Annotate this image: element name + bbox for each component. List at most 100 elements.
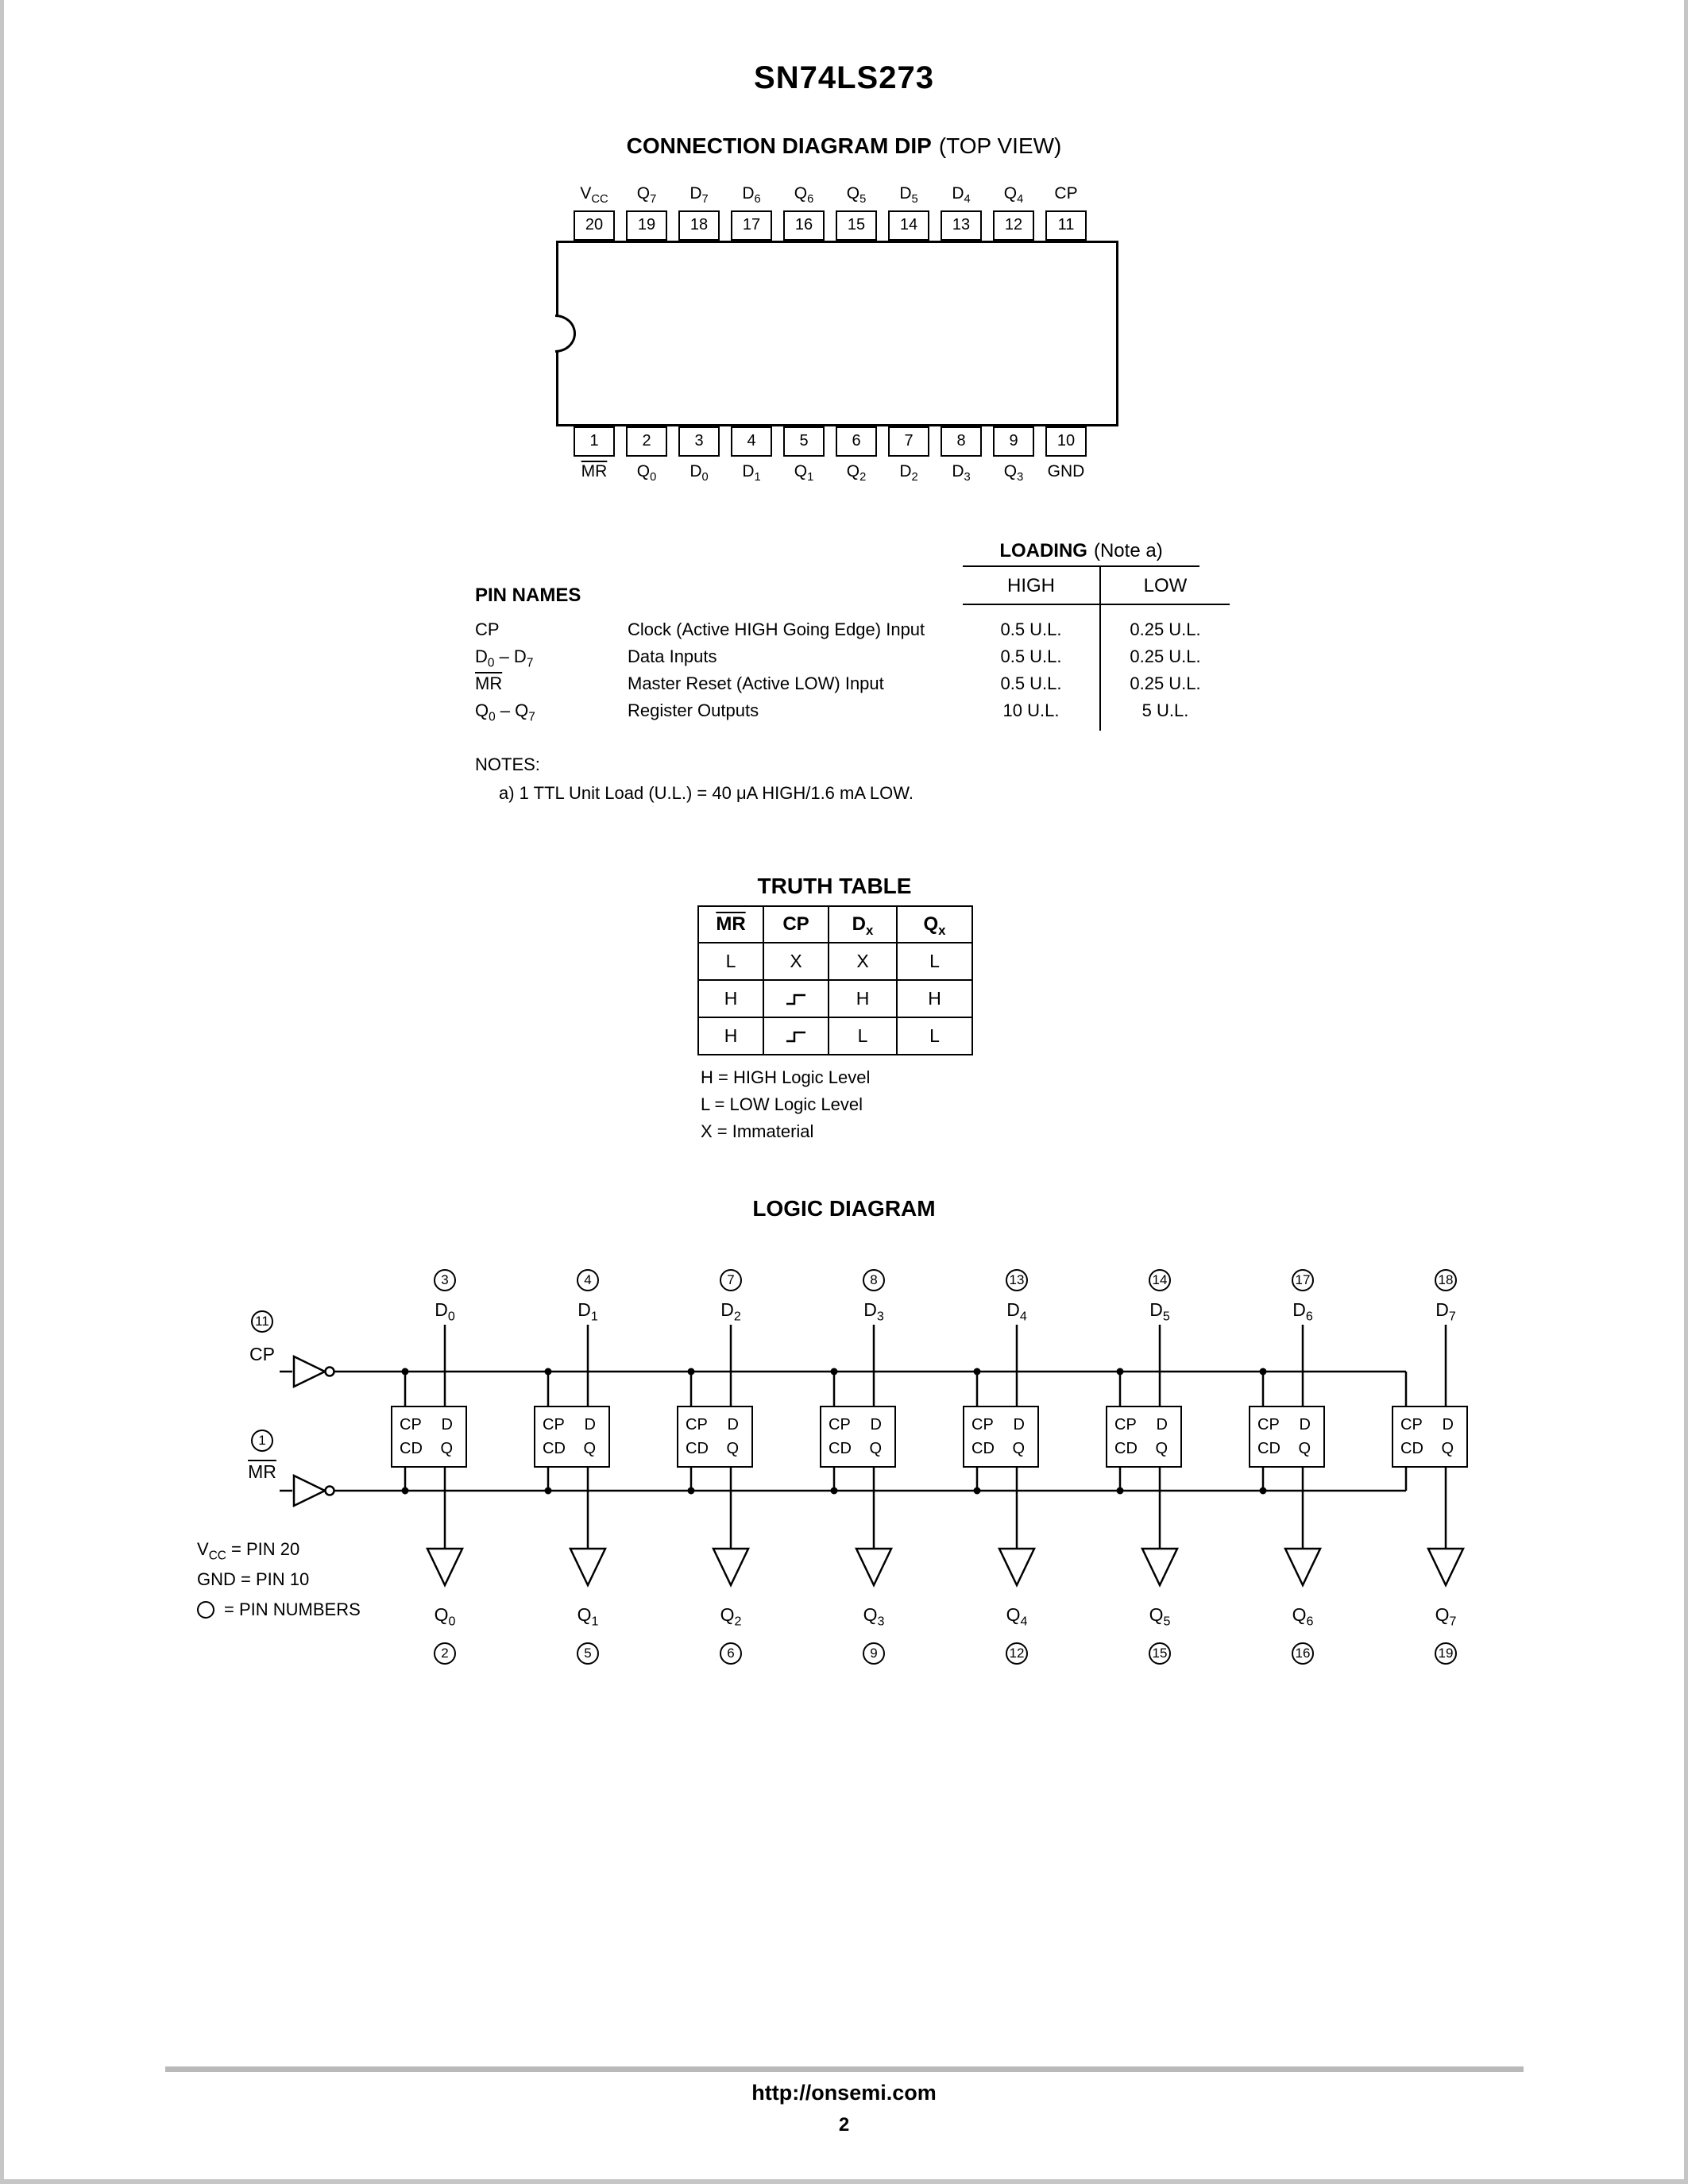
document-title: SN74LS273: [754, 60, 934, 95]
d-input-label: D5: [1149, 1299, 1170, 1324]
pin-description: Clock (Active HIGH Going Edge) Input: [628, 619, 925, 639]
output-buffer-icon: [712, 1547, 750, 1588]
pin-label: Q1: [794, 462, 814, 484]
q-output-label: Q0: [434, 1604, 456, 1629]
truth-cell: X: [828, 942, 898, 981]
ff-d-label: D: [441, 1416, 453, 1433]
pin-label: Q4: [1003, 184, 1024, 206]
mr-reset-network: [280, 1468, 1408, 1507]
low-value: 0.25 U.L.: [1130, 619, 1201, 639]
pin-number-box: 3: [678, 426, 720, 457]
ff-d-label: D: [870, 1416, 882, 1433]
pin-number-box: 17: [731, 210, 772, 241]
ff-cp-label: CP: [971, 1416, 994, 1433]
pin-name-column: CP D0 – D7 MR Q0 – Q7: [475, 619, 626, 727]
pin-label: D1: [742, 462, 761, 484]
top-pin-boxes: 20 19 18 17 16 15 14 13 12 11: [574, 210, 1087, 241]
output-buffer-icon: [1284, 1547, 1322, 1588]
legend-line: H = HIGH Logic Level: [701, 1067, 871, 1087]
pin-number-circle: 18: [1435, 1269, 1457, 1291]
ff-cp-label: CP: [686, 1416, 708, 1433]
output-buffer-icon: [855, 1547, 893, 1588]
pin-label: GND: [1047, 462, 1085, 480]
ff-q-label: Q: [1441, 1440, 1454, 1457]
q-output-label: Q3: [863, 1604, 885, 1629]
pin-name: Q0 – Q7: [475, 700, 535, 724]
high-value: 0.5 U.L.: [1000, 646, 1062, 666]
truth-row: H L L: [697, 1017, 973, 1055]
header-underline: [963, 604, 1230, 605]
pin-label: CP: [1054, 184, 1078, 203]
pin-number-box: 18: [678, 210, 720, 241]
pin-description-column: Clock (Active HIGH Going Edge) Input Dat…: [628, 619, 969, 727]
high-value: 0.5 U.L.: [1000, 619, 1062, 639]
truth-cell: H: [896, 979, 973, 1018]
ff-cd-label: CD: [686, 1440, 709, 1457]
output-buffer-icon: [426, 1547, 464, 1588]
pin-number-box: 19: [626, 210, 667, 241]
pin-label: Q2: [846, 462, 867, 484]
pin-number-circle: 12: [1006, 1642, 1028, 1665]
ff-cd-label: CD: [1400, 1440, 1423, 1457]
q-output-label: Q6: [1292, 1604, 1314, 1629]
truth-row: H H H: [697, 979, 973, 1018]
logic-wiring: [280, 1325, 1465, 1588]
truth-header-dx: Dx: [828, 905, 898, 943]
ff-q-label: Q: [1298, 1440, 1311, 1457]
d-input-label: D0: [435, 1299, 455, 1324]
pin-number-circle: 7: [720, 1269, 742, 1291]
connection-heading-bold: CONNECTION DIAGRAM DIP: [626, 133, 932, 158]
ff-cd-label: CD: [829, 1440, 852, 1457]
pin-description: Master Reset (Active LOW) Input: [628, 673, 884, 693]
q-output-wires: [443, 1468, 1447, 1549]
connection-heading-normal: (TOP VIEW): [938, 133, 1062, 158]
output-buffer-icons: [426, 1547, 1465, 1588]
output-buffer-icon: [1141, 1547, 1179, 1588]
footer-link[interactable]: http://onsemi.com: [751, 2081, 937, 2105]
d-input-wires: [443, 1325, 1447, 1406]
truth-header-cp: CP: [763, 905, 829, 943]
pin-label: D5: [899, 184, 918, 206]
low-value: 0.25 U.L.: [1130, 646, 1201, 666]
ff-cp-label: CP: [1114, 1416, 1137, 1433]
rising-edge-icon: [783, 1025, 809, 1046]
truth-cell: X: [763, 942, 829, 981]
ff-q-label: Q: [440, 1440, 453, 1457]
pin-label: D4: [952, 184, 971, 206]
pin-numbers-note: = PIN NUMBERS: [224, 1599, 361, 1619]
page-number: 2: [838, 2114, 850, 2136]
pin-number-circle: 19: [1435, 1642, 1457, 1665]
pin-names-heading: PIN NAMES: [475, 585, 581, 606]
pin-number-circle: 15: [1149, 1642, 1171, 1665]
ff-d-label: D: [584, 1416, 596, 1433]
pin-number-circle: 4: [577, 1269, 599, 1291]
notes-label: NOTES:: [475, 754, 540, 774]
truth-cell: [763, 1017, 829, 1055]
pin-number-circle: 16: [1292, 1642, 1314, 1665]
q-output-label: Q7: [1435, 1604, 1457, 1629]
pin-number-box: 5: [783, 426, 825, 457]
ff-q-label: Q: [726, 1440, 739, 1457]
truth-table-legend: H = HIGH Logic Level L = LOW Logic Level…: [701, 1064, 870, 1145]
chip-body: [556, 241, 1118, 426]
pin-number-circle: 14: [1149, 1269, 1171, 1291]
ff-cd-label: CD: [400, 1440, 423, 1457]
pin-label: Q6: [794, 184, 814, 206]
pin-number-box: 1: [574, 426, 615, 457]
truth-table: MR CP Dx Qx L X X L H H H H L L: [697, 905, 973, 1055]
pin-label: VCC: [580, 184, 608, 206]
d-input-label: D2: [720, 1299, 741, 1324]
top-pin-labels: VCC Q7 D7 D6 Q6 Q5 D5 D4 Q4 CP: [574, 184, 1087, 206]
truth-cell: [763, 979, 829, 1018]
pin-label: D0: [689, 462, 709, 484]
ff-cp-label: CP: [829, 1416, 851, 1433]
